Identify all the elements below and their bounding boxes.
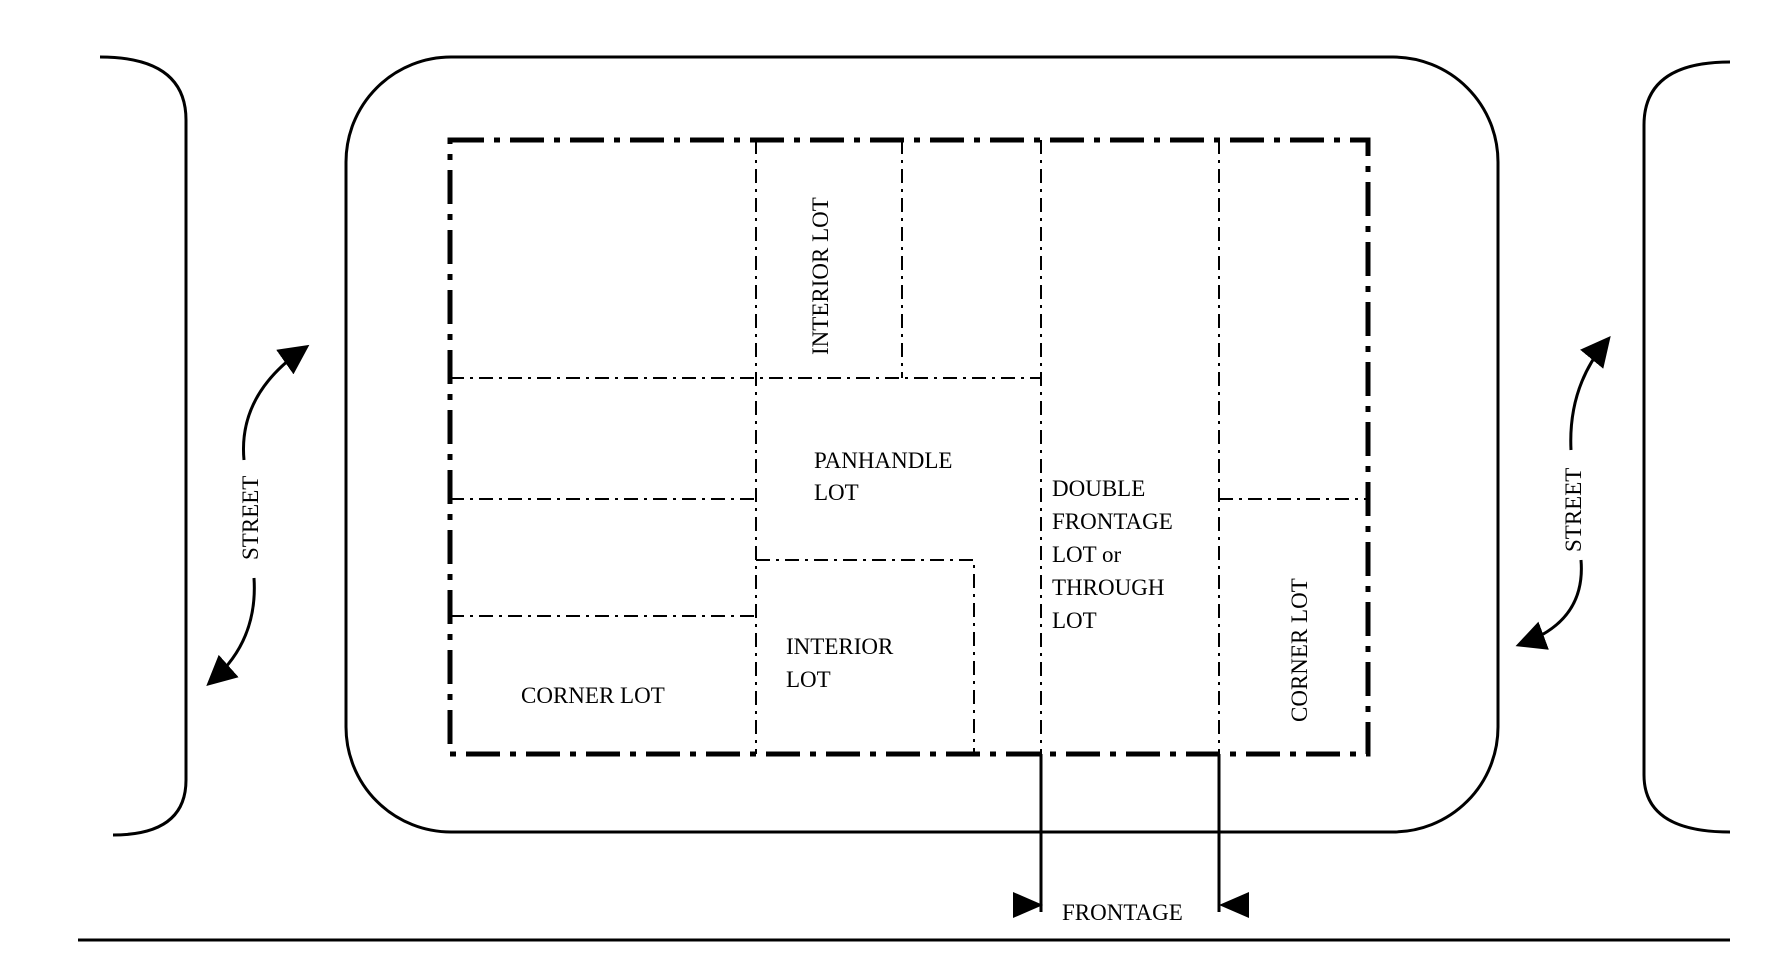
street-right-arrow-down [1515,559,1583,650]
block-property-line [447,137,1371,757]
double-frontage-label-line4: THROUGH [1052,575,1164,600]
double-frontage-label-line3: LOT or [1052,542,1122,567]
street-left-arrow-down [206,577,256,686]
frontage-label: FRONTAGE [1062,900,1183,925]
interior-lot-top-label: INTERIOR LOT [808,197,833,355]
left-street-curb [99,55,188,837]
interior-lot-bottom-label-line1: INTERIOR [786,634,894,659]
frontage-arrow-right [1219,892,1249,918]
frontage-arrow-left [1013,892,1043,918]
panhandle-lot-label-line1: PANHANDLE [814,448,952,473]
street-right-arrow-up [1569,336,1611,451]
double-frontage-label-line1: DOUBLE [1052,476,1145,501]
street-left-label: STREET [238,476,263,560]
double-frontage-label-line5: LOT [1052,608,1097,633]
block-outline [344,55,1500,834]
right-street-curb [1642,60,1731,834]
corner-lot-left-label: CORNER LOT [521,683,665,708]
interior-lot-bottom-label-line2: LOT [786,667,831,692]
street-right-label: STREET [1561,468,1586,552]
street-left-arrow-up [241,344,310,461]
lot-lines [450,140,1368,754]
corner-lot-right-label: CORNER LOT [1287,578,1312,722]
double-frontage-label-line2: FRONTAGE [1052,509,1173,534]
panhandle-lot-label-line2: LOT [814,480,859,505]
